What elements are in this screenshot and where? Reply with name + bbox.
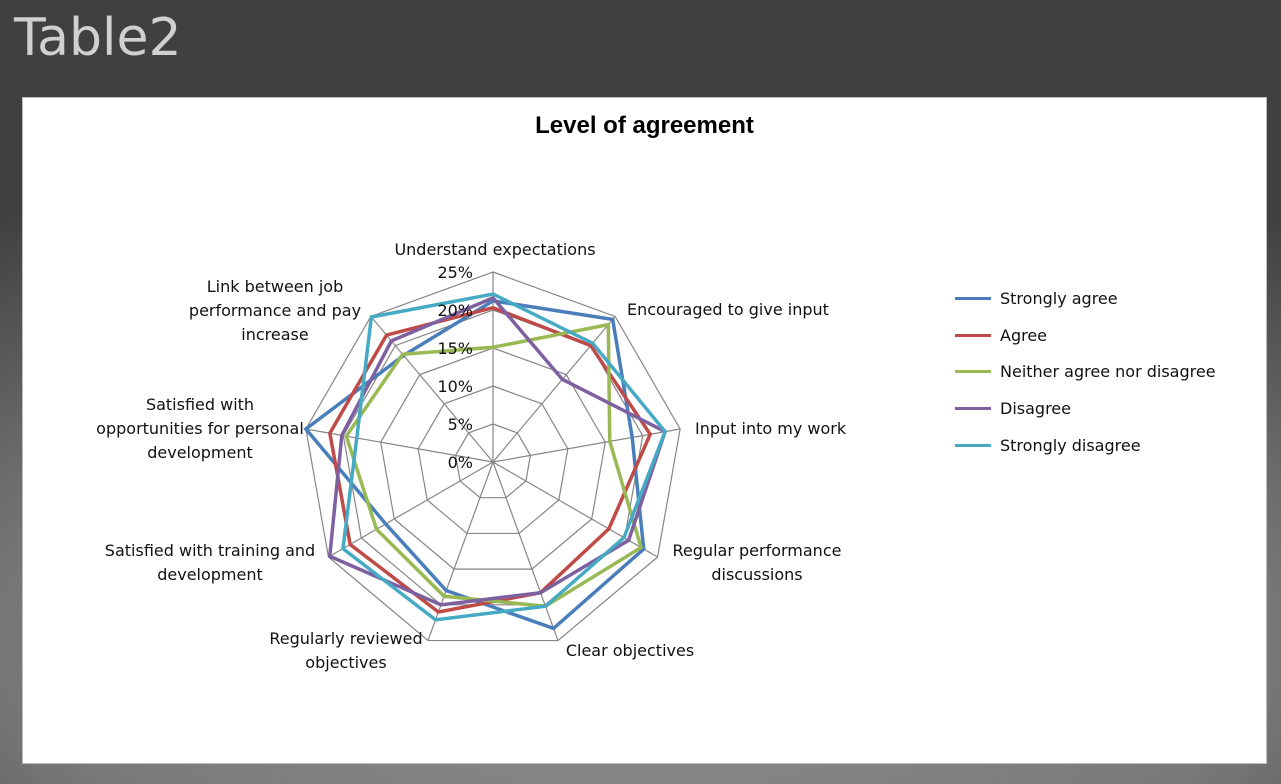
grid-ring: [417, 385, 569, 535]
grid-ring: [305, 271, 681, 642]
axis-label-2: Input into my work: [695, 419, 847, 438]
legend-item: Strongly disagree: [955, 427, 1216, 464]
grid-spoke: [492, 461, 559, 641]
legend-item: Disagree: [955, 390, 1216, 427]
legend-label: Agree: [1000, 325, 1048, 345]
axis-label-5: Regularly reviewed objectives: [269, 629, 423, 672]
axis-label-1: Encouraged to give input: [627, 300, 829, 319]
grid-spoke: [492, 316, 616, 463]
axis-label-4: Clear objectives: [565, 641, 695, 660]
legend-swatch: [955, 406, 991, 410]
slide-title: Table2: [14, 8, 182, 68]
legend-swatch: [955, 443, 991, 447]
axis-label-7: Satisfied with opportunities for persona…: [96, 395, 304, 462]
grid-spoke: [328, 461, 494, 558]
axis-label-0: Understand expectations: [394, 240, 596, 259]
axis-label-3: Regular performance discussions: [672, 541, 842, 584]
series-line-disagree: [327, 295, 668, 607]
legend-swatch: [955, 370, 991, 374]
tick-label-15: 15%: [437, 339, 473, 358]
legend-swatch: [955, 296, 991, 300]
axis-label-6: Satisfied with training and development: [104, 541, 316, 584]
series-line-strongly-disagree: [341, 292, 668, 622]
legend-swatch: [955, 333, 991, 337]
legend-item: Neither agree nor disagree: [955, 353, 1216, 390]
legend-item: Agree: [955, 317, 1216, 354]
legend-label: Disagree: [1000, 398, 1071, 418]
chart-panel: Level of agreement: [22, 97, 1267, 764]
tick-label-10: 10%: [437, 377, 473, 396]
tick-label-20: 20%: [437, 301, 473, 320]
grid-ring: [342, 309, 644, 606]
tick-label-5: 5%: [447, 415, 473, 434]
tick-label-0: 0%: [447, 453, 473, 472]
axis-label-8: Link between job performance and pay inc…: [188, 277, 362, 344]
legend-item: Strongly agree: [955, 280, 1216, 317]
legend-label: Strongly agree: [1000, 288, 1118, 308]
legend-label: Strongly disagree: [1000, 435, 1141, 455]
series-line-neither-agree-nor-disagree: [344, 322, 644, 609]
legend: Strongly agree Agree Neither agree nor d…: [955, 280, 1216, 463]
grid-ring: [380, 347, 606, 570]
chart-title: Level of agreement: [535, 112, 754, 139]
grid-spoke: [305, 428, 494, 463]
tick-label-25: 25%: [437, 263, 473, 282]
grid-ring: [454, 423, 532, 499]
legend-label: Neither agree nor disagree: [1000, 362, 1216, 382]
